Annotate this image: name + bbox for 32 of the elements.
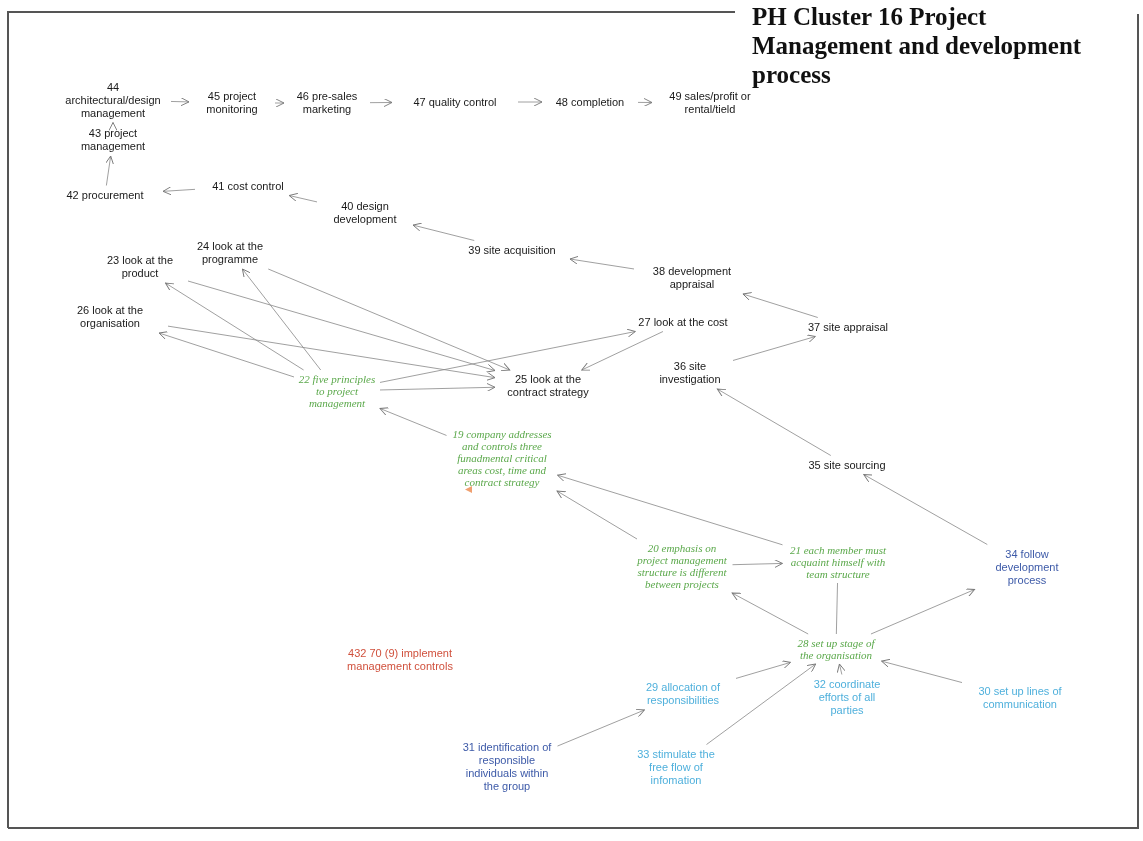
- node-text: 41 cost control: [198, 179, 298, 193]
- note-text: 432 70 (9) implement management controls: [346, 647, 454, 673]
- node-text: 28 set up stage of the organisation: [793, 637, 879, 661]
- node-text: 22 five principles to project management: [297, 373, 377, 409]
- node-text: 45 project monitoring: [192, 90, 272, 116]
- node-text: 44 architectural/design management: [58, 80, 168, 120]
- node-text: 38 development appraisal: [637, 265, 747, 291]
- node-text: 34 follow development process: [977, 547, 1077, 587]
- node-text: 33 stimulate the free flow of infomation: [631, 747, 721, 787]
- node-text: 37 site appraisal: [798, 320, 898, 334]
- node-text: 21 each member must acquaint himself with team structure: [785, 544, 891, 580]
- node-text: 23 look at the product: [95, 254, 185, 280]
- node-text: 49 sales/profit or rental/tield: [655, 90, 765, 116]
- node-text: 40 design development: [320, 200, 410, 226]
- node-text: 43 project management: [68, 127, 158, 153]
- node-text: 39 site acquisition: [457, 243, 567, 257]
- node-text: 26 look at the organisation: [55, 304, 165, 330]
- node-text: 24 look at the programme: [185, 240, 275, 266]
- node-text: 36 site investigation: [650, 360, 730, 386]
- node-text: 19 company addresses and controls three funadmental critical areas cost, time and contract strategy: [449, 428, 555, 488]
- node-text: 32 coordinate efforts of all parties: [807, 677, 887, 717]
- node-text: 29 allocation of responsibilities: [633, 681, 733, 707]
- node-text: 35 site sourcing: [797, 458, 897, 472]
- node-text: 25 look at the contract strategy: [498, 373, 598, 399]
- node-text: 30 set up lines of communication: [965, 685, 1075, 711]
- node-text: 27 look at the cost: [623, 315, 743, 329]
- node-text: 46 pre-sales marketing: [287, 90, 367, 116]
- node-text: 47 quality control: [395, 95, 515, 109]
- node-text: 48 completion: [545, 95, 635, 109]
- node-text: 20 emphasis on project management structure is different between projects: [634, 542, 730, 590]
- node-text: 42 procurement: [50, 188, 160, 202]
- node-text: 31 identification of responsible individuals within the group: [459, 741, 555, 793]
